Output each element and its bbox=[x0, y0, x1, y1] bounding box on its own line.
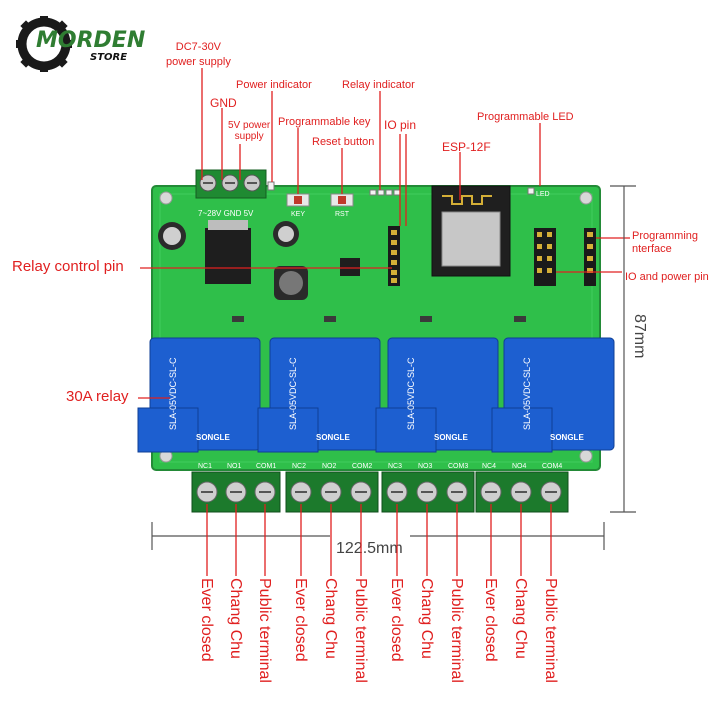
programming-header bbox=[534, 228, 556, 286]
reset-button bbox=[330, 193, 354, 207]
pcb-board bbox=[151, 185, 601, 471]
power-terminal-block bbox=[195, 169, 267, 199]
relay-4: SLA-05VDC-SL-C SONGLE bbox=[491, 337, 615, 453]
io-pin-label: IO pin bbox=[384, 118, 417, 132]
programmable-key-label: Programmable key bbox=[278, 116, 371, 128]
inductor bbox=[274, 266, 308, 300]
terminal-silkscreen: COM2 bbox=[352, 463, 372, 470]
gnd-label: GND bbox=[210, 96, 237, 110]
io-pin-header bbox=[388, 226, 400, 286]
brand-logo: MORDEN STORE bbox=[14, 14, 146, 74]
terminal-screw bbox=[196, 481, 218, 503]
terminal-silkscreen: COM1 bbox=[256, 463, 276, 470]
terminal-label: Chang Chu bbox=[512, 578, 529, 659]
svg-text:SONGLE: SONGLE bbox=[316, 433, 350, 442]
relay-control-pin-label: Relay control pin bbox=[12, 258, 124, 275]
five-volt-label: 5V power supply bbox=[228, 120, 270, 142]
esp12f-module bbox=[431, 185, 511, 277]
capacitor bbox=[158, 222, 186, 250]
relay-3: SLA-05VDC-SL-C SONGLE bbox=[375, 337, 499, 453]
terminal-silkscreen: NO1 bbox=[227, 463, 242, 470]
relay-indicator-label: Relay indicator bbox=[342, 79, 415, 91]
terminal-silkscreen: COM3 bbox=[448, 463, 468, 470]
logo-text: MORDEN bbox=[36, 28, 146, 53]
programming-interface-line2: nterface bbox=[632, 243, 672, 255]
key-silkscreen: KEY bbox=[291, 211, 305, 218]
terminal-silkscreen: NC4 bbox=[482, 463, 496, 470]
svg-text:SLA-05VDC-SL-C: SLA-05VDC-SL-C bbox=[288, 357, 298, 430]
terminal-silkscreen: NC1 bbox=[198, 463, 212, 470]
terminal-label: Public terminal bbox=[352, 578, 369, 683]
reset-button-label: Reset button bbox=[312, 136, 375, 148]
relay-30a-label: 30A relay bbox=[66, 388, 129, 405]
terminal-label: Chang Chu bbox=[418, 578, 435, 659]
logo-subtext: STORE bbox=[90, 52, 128, 63]
terminal-screw bbox=[320, 481, 342, 503]
terminal-screw bbox=[416, 481, 438, 503]
power-supply-line1: DC7-30V bbox=[175, 41, 222, 53]
terminal-label: Chang Chu bbox=[322, 578, 339, 659]
terminal-label: Chang Chu bbox=[227, 578, 244, 659]
svg-text:SLA-05VDC-SL-C: SLA-05VDC-SL-C bbox=[406, 357, 416, 430]
gear-icon bbox=[16, 16, 72, 72]
power-supply-label: DC7-30V power supply bbox=[166, 40, 231, 70]
five-volt-line2: supply bbox=[234, 131, 264, 142]
terminal-label: Public terminal bbox=[542, 578, 559, 683]
terminal-label: Ever closed bbox=[388, 578, 405, 662]
programmable-key-button bbox=[286, 193, 310, 207]
terminal-screw bbox=[350, 481, 372, 503]
power-supply-line2: power supply bbox=[166, 56, 231, 68]
power-indicator-label: Power indicator bbox=[236, 79, 312, 91]
terminal-screw bbox=[386, 481, 408, 503]
height-dimension: 87mm bbox=[631, 314, 648, 359]
terminal-screw bbox=[510, 481, 532, 503]
terminal-silkscreen: NC2 bbox=[292, 463, 306, 470]
terminal-screw bbox=[254, 481, 276, 503]
programming-interface-line1: Programming bbox=[632, 230, 699, 242]
svg-text:SONGLE: SONGLE bbox=[434, 433, 468, 442]
led-silkscreen: LED bbox=[536, 191, 550, 198]
terminal-screw bbox=[290, 481, 312, 503]
io-power-pin-label: IO and power pin bbox=[625, 271, 709, 283]
svg-text:SLA-05VDC-SL-C: SLA-05VDC-SL-C bbox=[168, 357, 178, 430]
capacitor bbox=[273, 221, 299, 247]
relay-terminal-blocks bbox=[191, 471, 569, 513]
terminal-silkscreen: COM4 bbox=[542, 463, 562, 470]
terminal-label: Public terminal bbox=[448, 578, 465, 683]
terminal-label: Public terminal bbox=[256, 578, 273, 683]
programmable-led-label: Programmable LED bbox=[477, 111, 574, 123]
terminal-screw bbox=[225, 481, 247, 503]
terminal-silkscreen: NO2 bbox=[322, 463, 337, 470]
terminal-label: Ever closed bbox=[482, 578, 499, 662]
relay-2: SLA-05VDC-SL-C SONGLE bbox=[257, 337, 381, 453]
io-power-header bbox=[584, 228, 596, 286]
terminal-label: Ever closed bbox=[198, 578, 215, 662]
terminal-silkscreen: NO4 bbox=[512, 463, 527, 470]
svg-text:SONGLE: SONGLE bbox=[550, 433, 584, 442]
width-dimension: 122.5mm bbox=[336, 540, 403, 557]
programming-interface-label: Programming nterface bbox=[632, 230, 698, 256]
terminal-silkscreen: NC3 bbox=[388, 463, 402, 470]
esp-label: ESP-12F bbox=[442, 140, 491, 154]
power-terminal-silkscreen: 7~28V GND 5V bbox=[198, 209, 254, 218]
voltage-regulator bbox=[205, 228, 251, 284]
terminal-label: Ever closed bbox=[292, 578, 309, 662]
svg-text:SONGLE: SONGLE bbox=[196, 433, 230, 442]
terminal-silkscreen: NO3 bbox=[418, 463, 433, 470]
rst-silkscreen: RST bbox=[335, 211, 350, 218]
five-volt-line1: 5V power bbox=[228, 120, 271, 131]
relay-1: SLA-05VDC-SL-C SONGLE bbox=[137, 337, 261, 453]
terminal-screw bbox=[540, 481, 562, 503]
terminal-screw bbox=[480, 481, 502, 503]
terminal-screw bbox=[446, 481, 468, 503]
svg-text:SLA-05VDC-SL-C: SLA-05VDC-SL-C bbox=[522, 357, 532, 430]
